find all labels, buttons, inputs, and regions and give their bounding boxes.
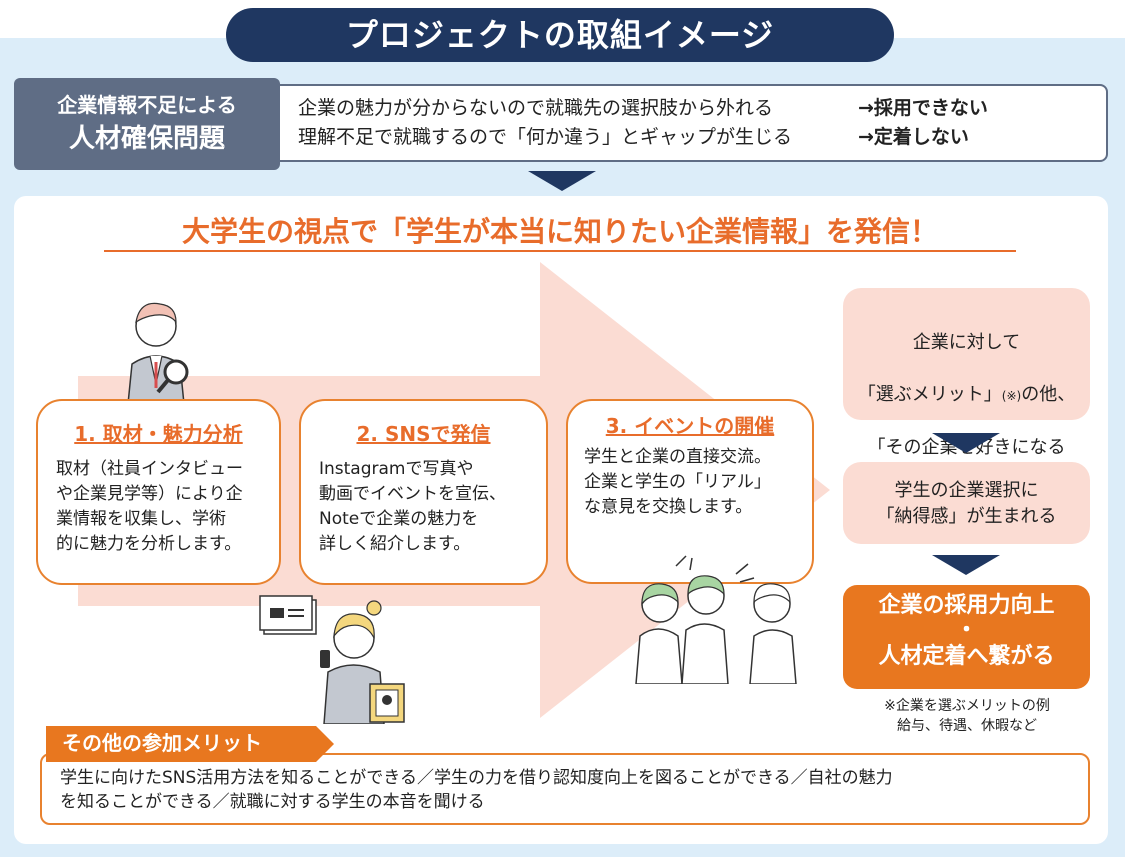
step-card-research: 1. 取材・魅力分析 取材（社員インタビュー や企業見学等）により企 業情報を収…: [36, 399, 281, 585]
result-text: 「選ぶメリット」: [858, 384, 1002, 405]
down-arrow-icon: [932, 555, 1000, 575]
step-text: 学生と企業の直接交流。 企業と学生の「リアル」 な意見を交換します。: [584, 445, 812, 520]
step-text: Instagramで写真や 動画でイベントを宣伝、 Noteで企業の魅力を 詳し…: [319, 457, 546, 557]
outcome-box: 企業の採用力向上 ・ 人材定着へ繋がる: [843, 585, 1090, 689]
result-box-merit: 企業に対して 「選ぶメリット」(※)の他、 「その企業を好きになる 理由」が明確…: [843, 288, 1090, 420]
smartphone-student-illustration: [258, 592, 408, 724]
result-box-satisfaction: 学生の企業選択に 「納得感」が生まれる: [843, 462, 1090, 544]
step-title: 2. SNSで発信: [301, 419, 546, 449]
footnote-line: ※企業を選ぶメリットの例: [842, 696, 1092, 716]
step-title: 1. 取材・魅力分析: [38, 419, 279, 449]
step-text: 取材（社員インタビュー や企業見学等）により企 業情報を収集し、学術 的に魅力を…: [56, 457, 279, 557]
result-text: の他、: [1021, 384, 1075, 405]
footnote: ※企業を選ぶメリットの例 給与、待遇、休暇など: [842, 696, 1092, 736]
other-benefits-line: を知ることができる／就職に対する学生の本音を聞ける: [60, 790, 1088, 814]
other-benefits-label: その他の参加メリット: [62, 726, 262, 760]
result-line: 企業に対して: [843, 330, 1090, 356]
step-title: 3. イベントの開催: [568, 411, 812, 441]
discussion-group-illustration: [632, 552, 812, 684]
outcome-line: 人材定着へ繋がる: [843, 640, 1090, 673]
other-benefits-line: 学生に向けたSNS活用方法を知ることができる／学生の力を借り認知度向上を図ること…: [60, 766, 1088, 790]
result-line: 「選ぶメリット」(※)の他、: [843, 382, 1090, 409]
other-benefits-box: 学生に向けたSNS活用方法を知ることができる／学生の力を借り認知度向上を図ること…: [40, 753, 1090, 825]
footnote-line: 給与、待遇、休暇など: [842, 716, 1092, 736]
other-benefits-tab: その他の参加メリット: [46, 726, 336, 762]
result-note: (※): [1002, 389, 1021, 403]
down-arrow-icon: [932, 433, 1000, 453]
outcome-dot: ・: [843, 622, 1090, 640]
magnifier-student-illustration: [106, 292, 206, 404]
step-card-sns: 2. SNSで発信 Instagramで写真や 動画でイベントを宣伝、 Note…: [299, 399, 548, 585]
